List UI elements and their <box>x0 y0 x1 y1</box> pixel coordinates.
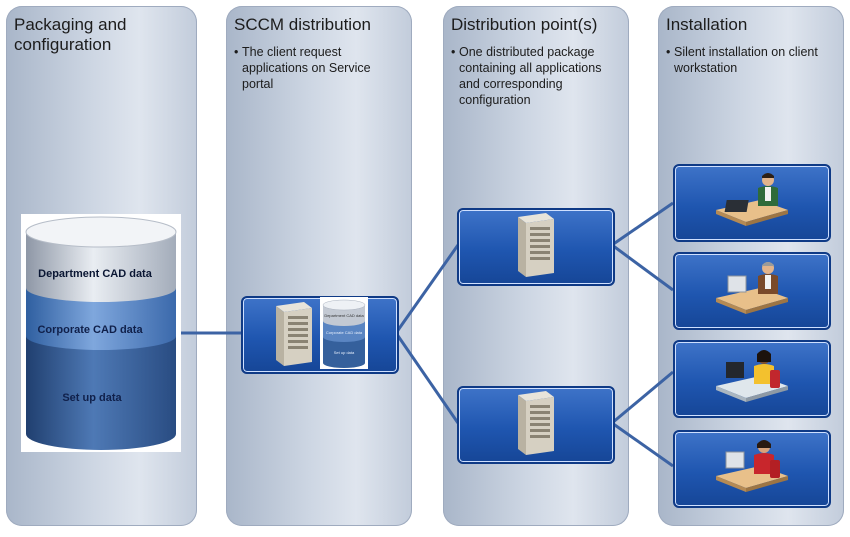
bullet-item: The client request applications on Servi… <box>234 44 404 92</box>
column-title: Installation <box>666 15 748 34</box>
column-title: SCCM distribution <box>234 15 371 34</box>
database-icon <box>21 214 181 452</box>
mini-db-layer-setup: Set up data <box>333 350 355 355</box>
connector-sccm-to-dp1 <box>394 244 460 334</box>
db-layer-corporate: Corporate CAD data <box>37 324 143 336</box>
connector-dp2-to-client3 <box>611 370 674 425</box>
bullet-item: Silent installation on client workstatio… <box>666 44 838 76</box>
mini-database-icon <box>320 297 368 369</box>
bullet-list: One distributed package containing all a… <box>451 44 623 108</box>
server-icon <box>518 391 554 455</box>
mini-db-layer-department: Department CAD data <box>324 313 364 318</box>
server-icon <box>518 213 554 277</box>
user-workstation-icon <box>716 350 788 402</box>
mini-db-layer-corporate: Corporate CAD data <box>325 330 363 335</box>
user-workstation-icon <box>716 262 788 314</box>
connector-sccm-to-dp2 <box>394 332 460 424</box>
column-title: Packaging and configuration <box>14 15 127 54</box>
db-layer-department: Department CAD data <box>38 268 152 280</box>
column-sccm: SCCM distribution The client request app… <box>226 6 412 526</box>
bullet-list: The client request applications on Servi… <box>234 44 404 92</box>
bullet-item: One distributed package containing all a… <box>451 44 623 108</box>
connector-dp2-to-client4 <box>611 421 674 468</box>
user-workstation-icon <box>716 440 788 492</box>
bullet-list: Silent installation on client workstatio… <box>666 44 838 76</box>
connector-dp1-to-client1 <box>611 201 674 247</box>
client-workstation-box <box>673 252 831 330</box>
user-workstation-icon <box>716 173 788 226</box>
connector-dp1-to-client2 <box>611 243 674 292</box>
column-title: Distribution point(s) <box>451 15 598 34</box>
server-icon <box>276 302 312 366</box>
db-layer-setup: Set up data <box>62 392 122 404</box>
